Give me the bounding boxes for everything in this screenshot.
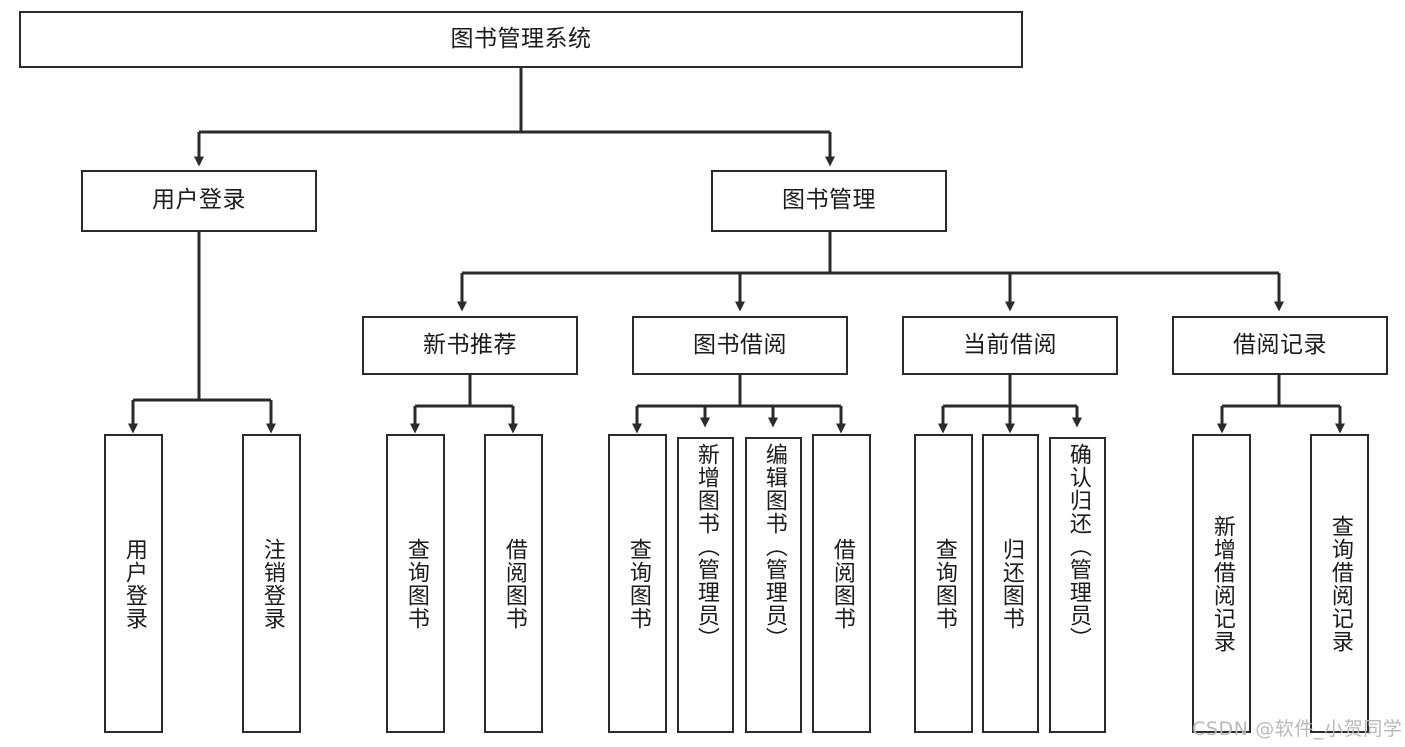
node-leaf-user-login-label: 用户登录 [121, 537, 147, 630]
node-leaf-query-book-3[interactable]: 查询图书 [914, 434, 973, 733]
node-leaf-return-book-label: 归还图书 [998, 537, 1024, 630]
node-borrow-record-label: 借阅记录 [1233, 331, 1327, 358]
node-leaf-borrow-book-1-label: 借阅图书 [501, 537, 527, 630]
node-leaf-query-book-2-label: 查询图书 [625, 537, 651, 630]
node-leaf-add-book[interactable]: 新增图书（管理员） [677, 437, 734, 733]
node-leaf-edit-book[interactable]: 编辑图书（管理员） [745, 437, 802, 733]
node-new-book-recommend-label: 新书推荐 [423, 331, 517, 358]
csdn-watermark: CSDN @软件_小贺同学 [1192, 718, 1403, 740]
node-leaf-query-book-1[interactable]: 查询图书 [386, 434, 445, 733]
node-book-manage-label: 图书管理 [782, 187, 876, 214]
node-leaf-confirm-return-label: 确认归还（管理员） [1065, 443, 1091, 650]
node-leaf-query-book-2[interactable]: 查询图书 [608, 434, 667, 733]
node-leaf-query-record[interactable]: 查询借阅记录 [1310, 434, 1369, 733]
node-leaf-borrow-book-1[interactable]: 借阅图书 [484, 434, 543, 733]
node-current-borrow-label: 当前借阅 [963, 331, 1057, 358]
node-book-borrow[interactable]: 图书借阅 [632, 316, 848, 375]
node-leaf-confirm-return[interactable]: 确认归还（管理员） [1049, 437, 1106, 733]
node-leaf-query-book-3-label: 查询图书 [931, 537, 957, 630]
node-leaf-query-book-1-label: 查询图书 [403, 537, 429, 630]
node-leaf-edit-book-label: 编辑图书（管理员） [761, 443, 787, 650]
node-root[interactable]: 图书管理系统 [19, 11, 1023, 68]
node-current-borrow[interactable]: 当前借阅 [902, 316, 1118, 375]
node-leaf-query-record-label: 查询借阅记录 [1327, 514, 1353, 653]
node-leaf-borrow-book-2[interactable]: 借阅图书 [812, 434, 871, 733]
node-leaf-user-login[interactable]: 用户登录 [104, 434, 163, 733]
node-new-book-recommend[interactable]: 新书推荐 [362, 316, 578, 375]
node-leaf-borrow-book-2-label: 借阅图书 [829, 537, 855, 630]
node-leaf-user-logout[interactable]: 注销登录 [242, 434, 301, 733]
node-leaf-add-record[interactable]: 新增借阅记录 [1192, 434, 1251, 733]
node-leaf-user-logout-label: 注销登录 [259, 537, 285, 630]
node-book-manage[interactable]: 图书管理 [711, 170, 947, 232]
node-user-login-label: 用户登录 [152, 187, 246, 214]
node-book-borrow-label: 图书借阅 [693, 331, 787, 358]
node-root-label: 图书管理系统 [450, 25, 592, 52]
node-leaf-add-record-label: 新增借阅记录 [1209, 514, 1235, 653]
node-leaf-add-book-label: 新增图书（管理员） [693, 443, 719, 650]
node-leaf-return-book[interactable]: 归还图书 [982, 434, 1039, 733]
node-user-login[interactable]: 用户登录 [81, 170, 317, 232]
node-borrow-record[interactable]: 借阅记录 [1172, 316, 1388, 375]
